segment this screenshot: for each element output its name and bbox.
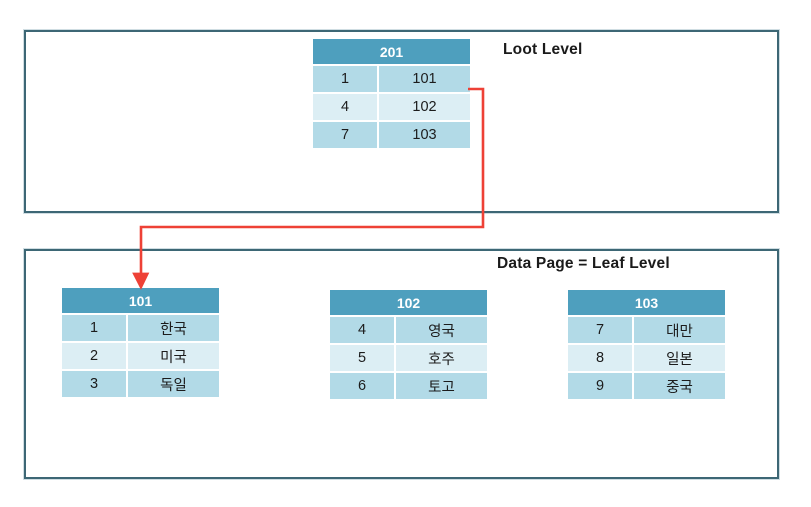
leaf-level-caption: Data Page = Leaf Level xyxy=(497,255,670,272)
table-row: 9 중국 xyxy=(568,373,726,399)
table-row: 4 102 xyxy=(313,94,471,122)
cell-value: 토고 xyxy=(396,373,488,399)
root-level-caption: Loot Level xyxy=(503,41,583,58)
cell-value: 미국 xyxy=(128,343,220,371)
table-header-102: 102 xyxy=(330,290,488,317)
table-header-103: 103 xyxy=(568,290,726,317)
table-row: 5 호주 xyxy=(330,345,488,373)
table-row: 1 101 xyxy=(313,66,471,94)
cell-key: 1 xyxy=(313,66,379,94)
cell-pointer: 101 xyxy=(379,66,471,94)
data-page-table-102: 102 4 영국 5 호주 6 토고 xyxy=(330,290,488,399)
cell-value: 대만 xyxy=(634,317,726,345)
cell-key: 3 xyxy=(62,371,128,397)
cell-value: 일본 xyxy=(634,345,726,373)
cell-key: 4 xyxy=(330,317,396,345)
cell-value: 호주 xyxy=(396,345,488,373)
cell-key: 4 xyxy=(313,94,379,122)
index-table-201: 201 1 101 4 102 7 103 xyxy=(313,39,471,148)
table-row: 6 토고 xyxy=(330,373,488,399)
cell-key: 7 xyxy=(568,317,634,345)
data-page-table-103: 103 7 대만 8 일본 9 중국 xyxy=(568,290,726,399)
data-page-table-101: 101 1 한국 2 미국 3 독일 xyxy=(62,288,220,397)
cell-value: 독일 xyxy=(128,371,220,397)
cell-key: 1 xyxy=(62,315,128,343)
table-header-201: 201 xyxy=(313,39,471,66)
cell-value: 중국 xyxy=(634,373,726,399)
cell-key: 2 xyxy=(62,343,128,371)
cell-key: 5 xyxy=(330,345,396,373)
table-row: 1 한국 xyxy=(62,315,220,343)
cell-key: 6 xyxy=(330,373,396,399)
table-row: 7 대만 xyxy=(568,317,726,345)
table-row: 3 독일 xyxy=(62,371,220,397)
cell-value: 한국 xyxy=(128,315,220,343)
table-row: 2 미국 xyxy=(62,343,220,371)
table-row: 7 103 xyxy=(313,122,471,148)
cell-value: 영국 xyxy=(396,317,488,345)
table-row: 8 일본 xyxy=(568,345,726,373)
cell-key: 9 xyxy=(568,373,634,399)
cell-key: 8 xyxy=(568,345,634,373)
cell-key: 7 xyxy=(313,122,379,148)
cell-pointer: 103 xyxy=(379,122,471,148)
table-row: 4 영국 xyxy=(330,317,488,345)
cell-pointer: 102 xyxy=(379,94,471,122)
table-header-101: 101 xyxy=(62,288,220,315)
